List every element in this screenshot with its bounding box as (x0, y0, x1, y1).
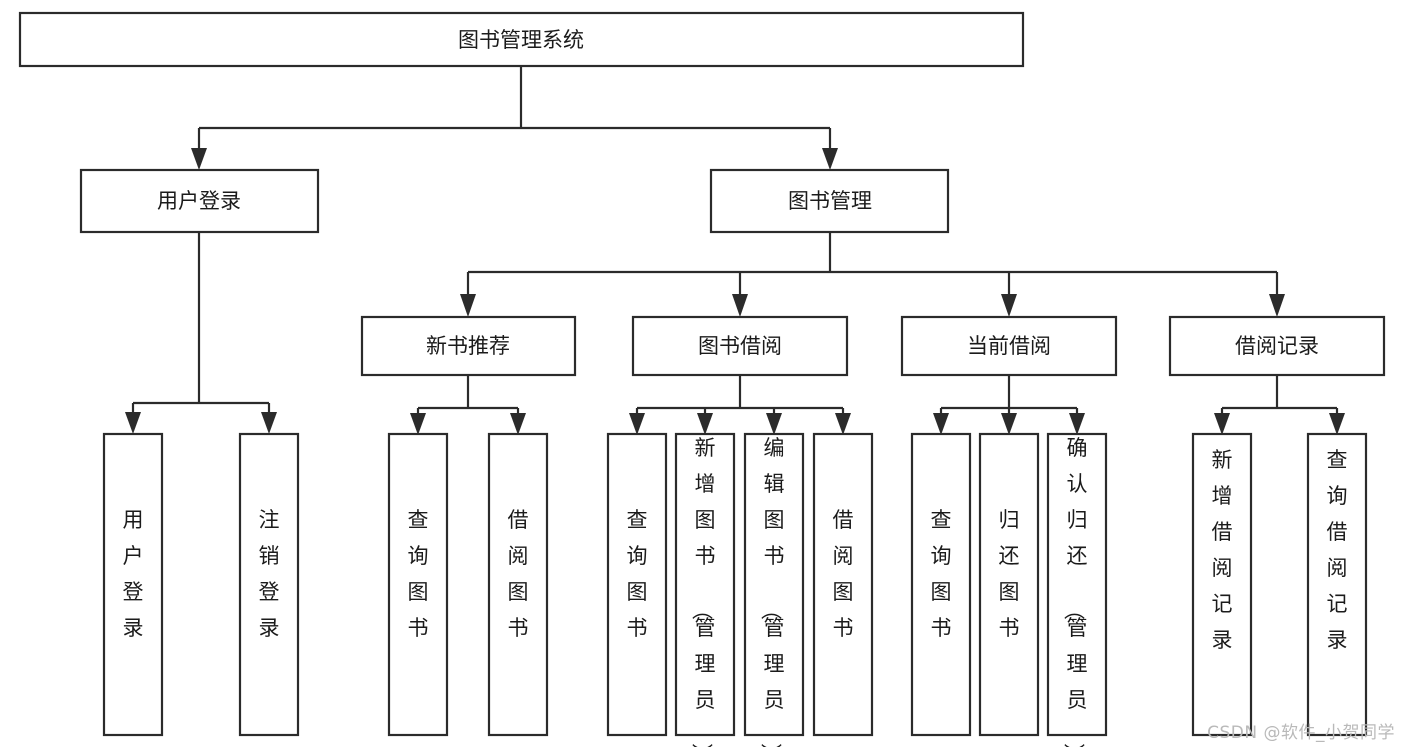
connector-group-current-borrow (933, 375, 1085, 435)
leaf-label: 新增借阅记录 (1212, 448, 1233, 652)
node-new-book-recommend[interactable]: 新书推荐 (360, 315, 577, 377)
connector-group-new-book (410, 375, 526, 435)
node-borrow-record[interactable]: 借阅记录 (1168, 315, 1386, 377)
node-user-login-box[interactable] (79, 168, 320, 234)
arrow-head-icon (835, 413, 851, 435)
arrow-head-icon (191, 148, 207, 170)
arrow-head-icon (510, 413, 526, 435)
connector-group-book-manage (460, 232, 1285, 317)
leaf-label: 新增图书（管理员） (690, 436, 716, 747)
arrow-head-icon (1269, 294, 1285, 317)
arrow-head-icon (460, 294, 476, 317)
node-current-borrow-label: 当前借阅 (967, 334, 1051, 358)
leaf-box[interactable] (1046, 432, 1108, 737)
leaf-box[interactable] (487, 432, 549, 737)
leaf-label: 注销登录 (259, 508, 280, 640)
leaf-node[interactable]: 新增图书（管理员） (674, 432, 736, 747)
leaf-box[interactable] (1306, 432, 1368, 737)
leaf-node[interactable]: 注销登录 (238, 432, 300, 737)
leaf-label: 归还图书 (999, 508, 1020, 640)
leaf-node[interactable]: 查询图书 (910, 432, 972, 737)
leaf-label: 借阅图书 (833, 508, 854, 640)
arrow-head-icon (629, 413, 645, 435)
arrow-head-icon (732, 294, 748, 317)
node-borrow-record-label: 借阅记录 (1235, 334, 1319, 358)
node-current-borrow[interactable]: 当前借阅 (900, 315, 1118, 377)
arrow-head-icon (1001, 413, 1017, 435)
leaf-box[interactable] (1191, 432, 1253, 737)
arrow-head-icon (125, 412, 141, 434)
leaf-label: 编辑图书（管理员） (759, 436, 785, 747)
leaf-node[interactable]: 借阅图书 (812, 432, 874, 737)
node-user-login[interactable]: 用户登录 (79, 168, 320, 234)
arrow-head-icon (410, 413, 426, 435)
leaf-node[interactable]: 查询图书 (387, 432, 449, 737)
leaf-node[interactable]: 查询借阅记录 (1306, 432, 1368, 737)
node-book-manage-box[interactable] (709, 168, 950, 234)
arrow-head-icon (766, 413, 782, 435)
node-book-manage-label: 图书管理 (788, 189, 872, 213)
node-new-book-recommend-label: 新书推荐 (426, 334, 510, 358)
leaf-node[interactable]: 用户登录 (102, 432, 164, 737)
leaf-node[interactable]: 确认归还（管理员） (1046, 432, 1108, 747)
leaf-label: 查询图书 (627, 508, 648, 640)
leaf-box[interactable] (978, 432, 1040, 737)
leaf-node[interactable]: 编辑图书（管理员） (743, 432, 805, 747)
connector-group-root (191, 66, 838, 170)
connector-group-borrow-record (1214, 375, 1345, 435)
leaf-node[interactable]: 归还图书 (978, 432, 1040, 737)
node-new-book-recommend-box[interactable] (360, 315, 577, 377)
node-current-borrow-box[interactable] (900, 315, 1118, 377)
node-borrow-record-box[interactable] (1168, 315, 1386, 377)
csdn-watermark: CSDN @软件_小贺同学 (1207, 723, 1395, 743)
node-root-label: 图书管理系统 (458, 28, 584, 52)
leaf-box[interactable] (606, 432, 668, 737)
leaf-box[interactable] (674, 432, 736, 737)
node-book-borrow-label: 图书借阅 (698, 334, 782, 358)
leaf-label: 查询借阅记录 (1327, 448, 1348, 652)
node-book-manage[interactable]: 图书管理 (709, 168, 950, 234)
connector-group-user-login (125, 232, 277, 434)
leaf-node[interactable]: 借阅图书 (487, 432, 549, 737)
leaf-label: 查询图书 (408, 508, 429, 640)
arrow-head-icon (822, 148, 838, 170)
leaf-node[interactable]: 新增借阅记录 (1191, 432, 1253, 737)
leaf-box[interactable] (387, 432, 449, 737)
arrow-head-icon (933, 413, 949, 435)
connector-group-book-borrow (629, 375, 851, 435)
leaf-node[interactable]: 查询图书 (606, 432, 668, 737)
node-root-box[interactable] (18, 11, 1025, 68)
leaf-box[interactable] (102, 432, 164, 737)
node-book-borrow-box[interactable] (631, 315, 849, 377)
node-book-borrow[interactable]: 图书借阅 (631, 315, 849, 377)
node-root[interactable]: 图书管理系统 (18, 11, 1025, 68)
leaf-label: 确认归还（管理员） (1062, 436, 1088, 747)
node-user-login-label: 用户登录 (157, 189, 241, 213)
leaf-box[interactable] (910, 432, 972, 737)
arrow-head-icon (1069, 413, 1085, 435)
arrow-head-icon (697, 413, 713, 435)
arrow-head-icon (1329, 413, 1345, 435)
leaf-box[interactable] (238, 432, 300, 737)
leaf-label: 借阅图书 (508, 508, 529, 640)
arrow-head-icon (261, 412, 277, 434)
arrow-head-icon (1001, 294, 1017, 317)
leaf-label: 查询图书 (931, 508, 952, 640)
leaf-label: 用户登录 (123, 508, 144, 640)
arrow-head-icon (1214, 413, 1230, 435)
leaf-box[interactable] (743, 432, 805, 737)
leaf-box[interactable] (812, 432, 874, 737)
